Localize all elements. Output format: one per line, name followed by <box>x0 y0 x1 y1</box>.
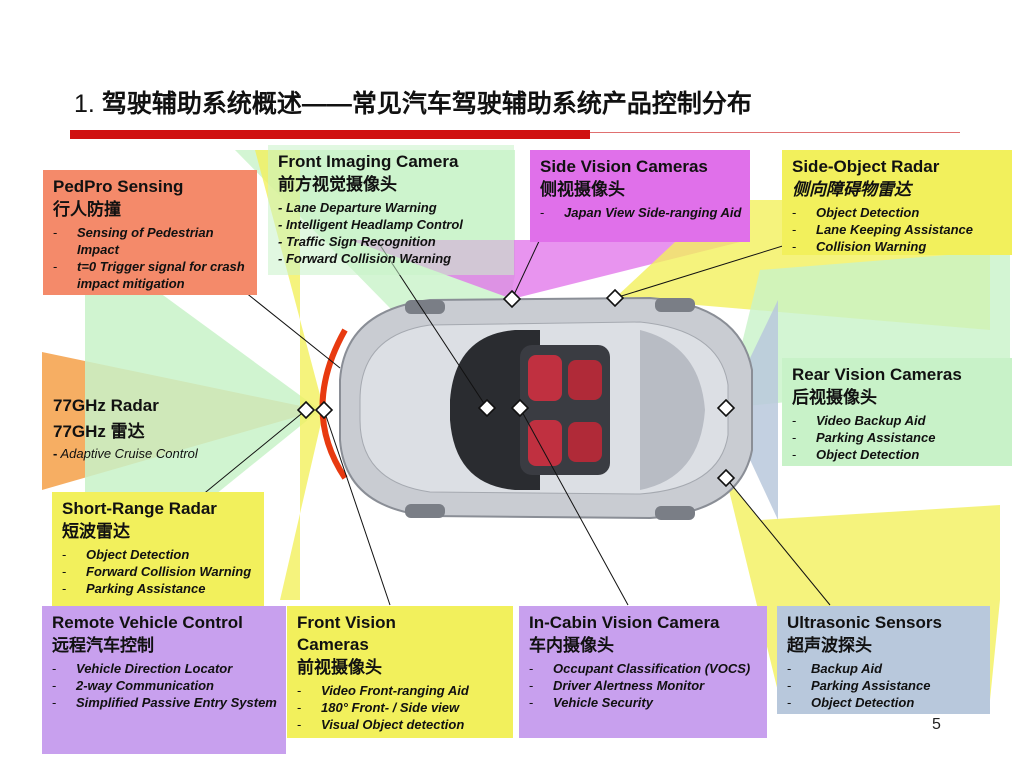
side-object-cn: 侧向障碍物雷达 <box>792 178 1004 202</box>
pedpro-cn: 行人防撞 <box>53 198 249 222</box>
in-cabin-cn: 车内摄像头 <box>529 634 759 658</box>
front-imaging-item: - Forward Collision Warning <box>278 250 506 267</box>
front-vision-cameras-box: Front Vision Cameras 前视摄像头 Video Front-r… <box>287 606 513 738</box>
side-object-item: Lane Keeping Assistance <box>792 221 1004 238</box>
side-object-title: Side-Object Radar <box>792 156 1004 178</box>
radar-77ghz-dash: - <box>53 446 57 461</box>
in-cabin-item: Driver Alertness Monitor <box>529 677 759 694</box>
side-vision-cameras-box: Side Vision Cameras 侧视摄像头 Japan View Sid… <box>530 150 750 242</box>
pedpro-title: PedPro Sensing <box>53 176 249 198</box>
radar-77ghz-cn: 77GHz 雷达 <box>53 420 275 444</box>
short-range-radar-box: Short-Range Radar 短波雷达 Object Detection … <box>52 492 264 608</box>
ultrasonic-item: Object Detection <box>787 694 982 711</box>
remote-title: Remote Vehicle Control <box>52 612 278 634</box>
front-imaging-camera-box: Front Imaging Camera 前方视觉摄像头 - Lane Depa… <box>268 145 514 275</box>
side-object-radar-box: Side-Object Radar 侧向障碍物雷达 Object Detecti… <box>782 150 1012 255</box>
short-range-cn: 短波雷达 <box>62 520 256 544</box>
front-vision-item: Video Front-ranging Aid <box>297 682 505 699</box>
rear-vision-cn: 后视摄像头 <box>792 386 1004 410</box>
remote-cn: 远程汽车控制 <box>52 634 278 658</box>
side-vision-title: Side Vision Cameras <box>540 156 742 178</box>
front-imaging-item: - Intelligent Headlamp Control <box>278 216 506 233</box>
in-cabin-title: In-Cabin Vision Camera <box>529 612 759 634</box>
remote-vehicle-control-box: Remote Vehicle Control 远程汽车控制 Vehicle Di… <box>42 606 286 754</box>
ultrasonic-item: Backup Aid <box>787 660 982 677</box>
ultrasonic-cn: 超声波探头 <box>787 634 982 658</box>
front-imaging-cn: 前方视觉摄像头 <box>278 173 506 197</box>
front-vision-item: 180° Front- / Side view <box>297 699 505 716</box>
rear-vision-item: Object Detection <box>792 446 1004 463</box>
side-vision-item: Japan View Side-ranging Aid <box>540 204 742 221</box>
short-range-title: Short-Range Radar <box>62 498 256 520</box>
short-range-item: Object Detection <box>62 546 256 563</box>
ultrasonic-sensors-box: Ultrasonic Sensors 超声波探头 Backup Aid Park… <box>777 606 990 714</box>
radar-77ghz-label: 77GHz Radar 77GHz 雷达 - Adaptive Cruise C… <box>43 386 283 466</box>
rear-vision-item: Parking Assistance <box>792 429 1004 446</box>
front-vision-cn: 前视摄像头 <box>297 656 505 680</box>
front-imaging-title: Front Imaging Camera <box>278 151 506 173</box>
front-vision-title: Front Vision Cameras <box>297 612 437 656</box>
page-number: 5 <box>932 716 941 734</box>
remote-item: 2-way Communication <box>52 677 278 694</box>
front-vision-item: Visual Object detection <box>297 716 505 733</box>
rear-vision-title: Rear Vision Cameras <box>792 364 1004 386</box>
side-vision-cn: 侧视摄像头 <box>540 178 742 202</box>
short-range-item: Parking Assistance <box>62 580 256 597</box>
front-imaging-item: - Traffic Sign Recognition <box>278 233 506 250</box>
rear-vision-item: Video Backup Aid <box>792 412 1004 429</box>
in-cabin-item: Vehicle Security <box>529 694 759 711</box>
side-object-item: Object Detection <box>792 204 1004 221</box>
front-imaging-item: - Lane Departure Warning <box>278 199 506 216</box>
remote-item: Simplified Passive Entry System <box>52 694 278 711</box>
ultrasonic-item: Parking Assistance <box>787 677 982 694</box>
radar-77ghz-item: Adaptive Cruise Control <box>60 446 197 461</box>
radar-77ghz-title: 77GHz Radar <box>53 392 275 420</box>
remote-item: Vehicle Direction Locator <box>52 660 278 677</box>
rear-vision-cameras-box: Rear Vision Cameras 后视摄像头 Video Backup A… <box>782 358 1012 466</box>
ultrasonic-title: Ultrasonic Sensors <box>787 612 982 634</box>
pedpro-item: t=0 Trigger signal for crash impact miti… <box>53 258 249 292</box>
short-range-item: Forward Collision Warning <box>62 563 256 580</box>
pedpro-sensing-box: PedPro Sensing 行人防撞 Sensing of Pedestria… <box>43 170 257 295</box>
in-cabin-item: Occupant Classification (VOCS) <box>529 660 759 677</box>
in-cabin-vision-camera-box: In-Cabin Vision Camera 车内摄像头 Occupant Cl… <box>519 606 767 738</box>
car-illustration <box>340 298 752 520</box>
side-object-item: Collision Warning <box>792 238 1004 255</box>
pedpro-item: Sensing of Pedestrian Impact <box>53 224 249 258</box>
